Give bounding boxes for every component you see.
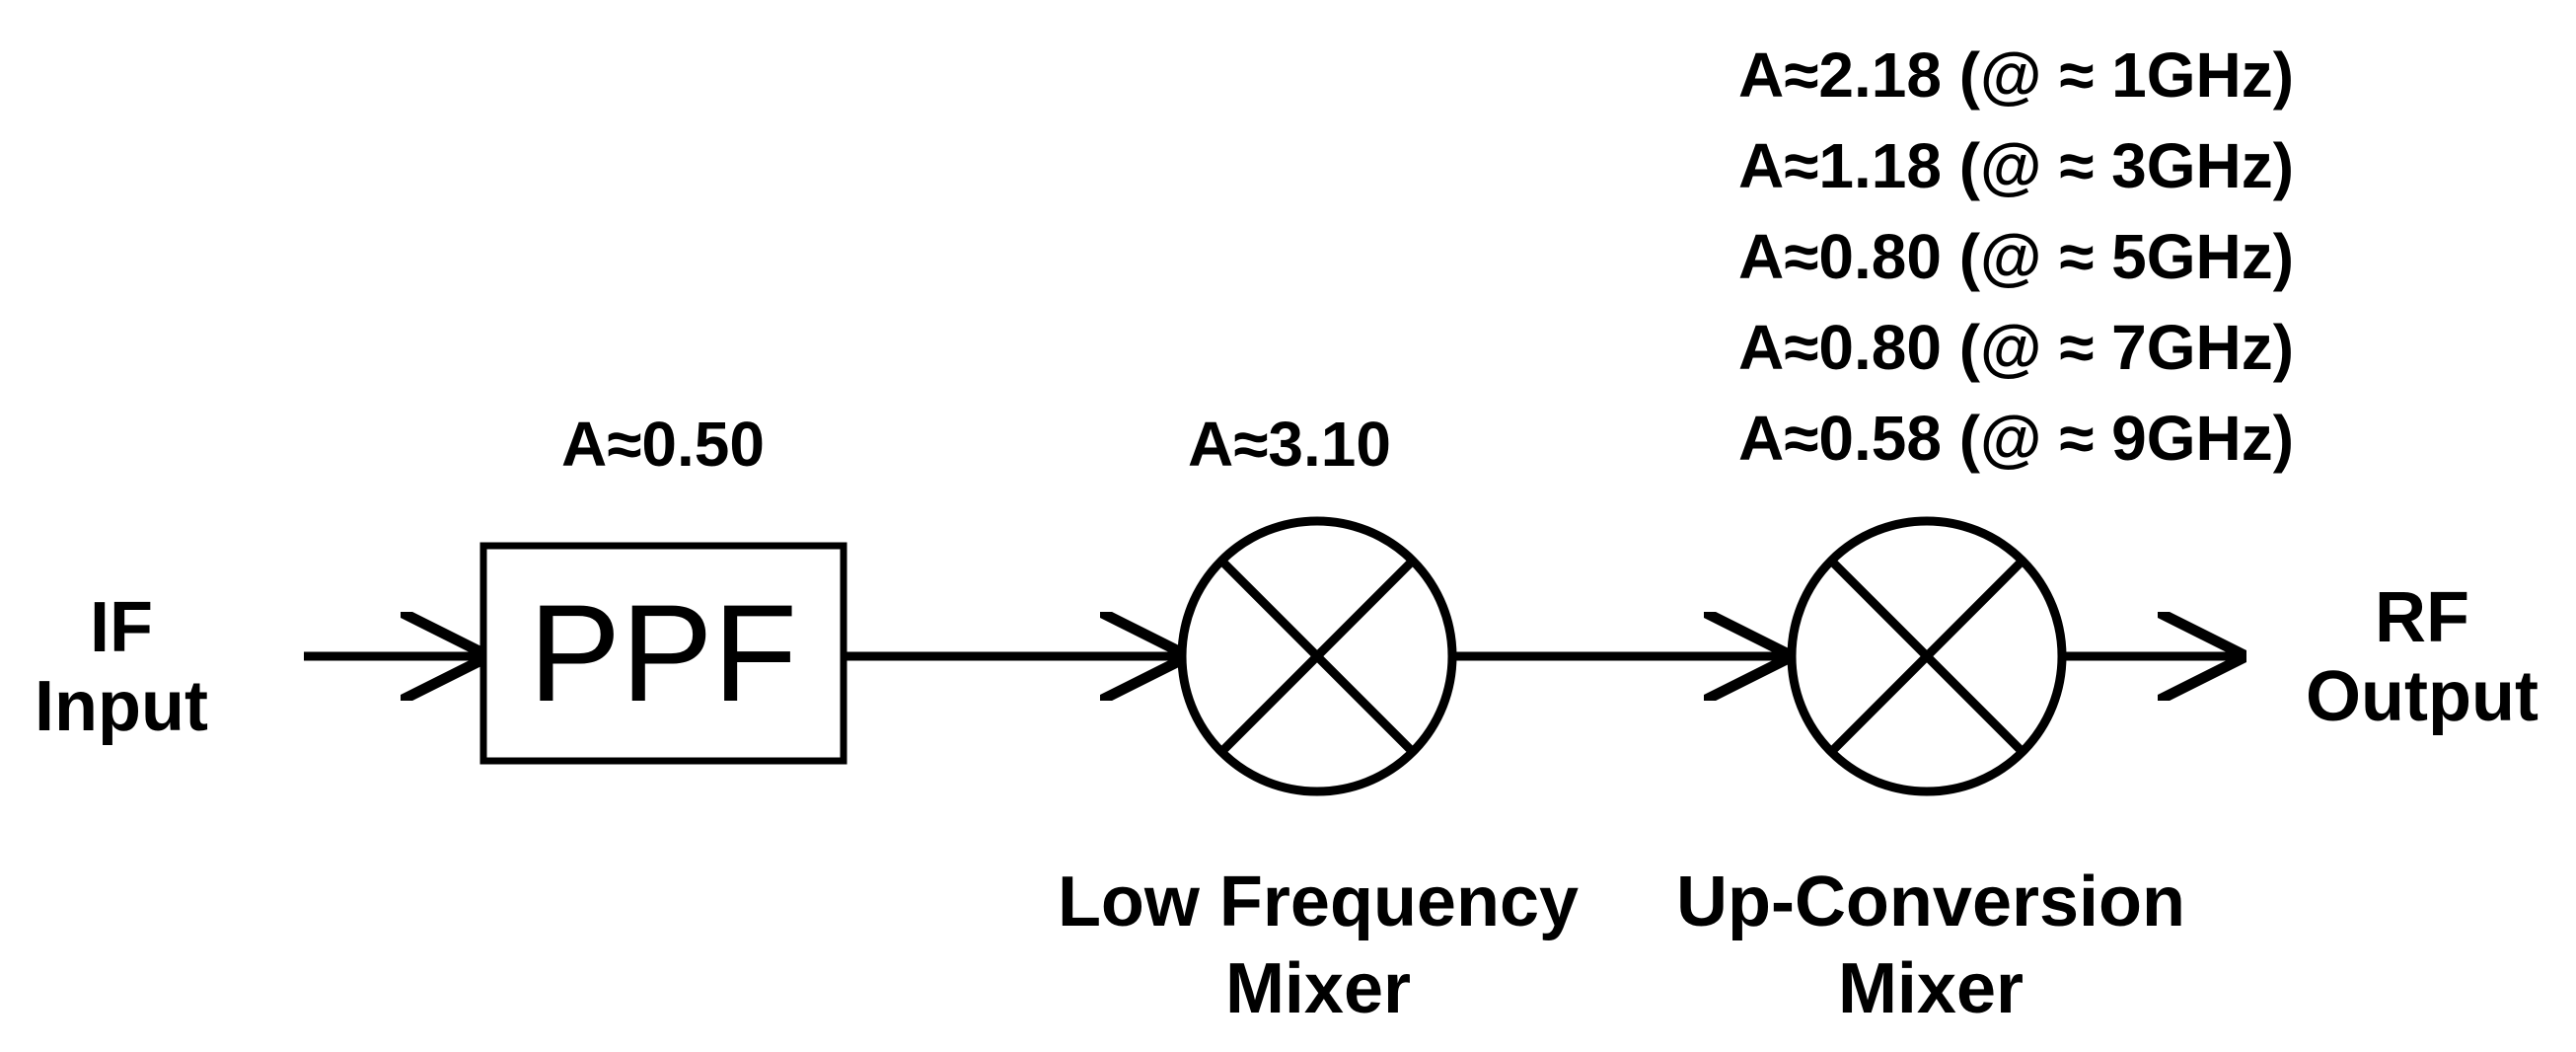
up-conversion-gain-9ghz: A≈0.58 (@ ≈ 9GHz)	[1738, 403, 2294, 474]
low-frequency-mixer-symbol	[1177, 516, 1457, 796]
up-conversion-mixer-label: Up-Conversion Mixer	[1676, 866, 2185, 1024]
low-frequency-mixer-label: Low Frequency Mixer	[1058, 866, 1579, 1024]
up-conversion-gain-7ghz: A≈0.80 (@ ≈ 7GHz)	[1738, 312, 2294, 383]
output-label-line1: RF	[2375, 578, 2469, 657]
up-conversion-mixer-gain-list: A≈2.18 (@ ≈ 1GHz) A≈1.18 (@ ≈ 3GHz) A≈0.…	[1738, 30, 2294, 484]
ppf-label: PPF	[528, 575, 798, 730]
output-label: RF Output	[2306, 582, 2539, 732]
up-conversion-gain-5ghz: A≈0.80 (@ ≈ 5GHz)	[1738, 221, 2294, 292]
low-frequency-mixer-label-line1: Low Frequency	[1057, 863, 1580, 941]
up-conversion-mixer-symbol	[1787, 516, 2067, 796]
up-conversion-mixer-label-line1: Up-Conversion	[1675, 863, 2186, 941]
ppf-box	[479, 542, 847, 765]
up-conversion-gain-3ghz: A≈1.18 (@ ≈ 3GHz)	[1738, 130, 2294, 201]
input-label-line2: Input	[35, 667, 208, 746]
low-frequency-mixer-label-line2: Mixer	[1224, 949, 1412, 1028]
input-label-line1: IF	[90, 588, 153, 667]
ppf-gain-label: A≈0.50	[561, 409, 765, 480]
up-conversion-mixer-label-line2: Mixer	[1837, 949, 2024, 1028]
output-label-line2: Output	[2306, 657, 2539, 736]
low-frequency-mixer-gain-label: A≈3.10	[1188, 409, 1391, 480]
input-label: IF Input	[35, 592, 208, 742]
up-conversion-gain-1ghz: A≈2.18 (@ ≈ 1GHz)	[1738, 39, 2294, 111]
